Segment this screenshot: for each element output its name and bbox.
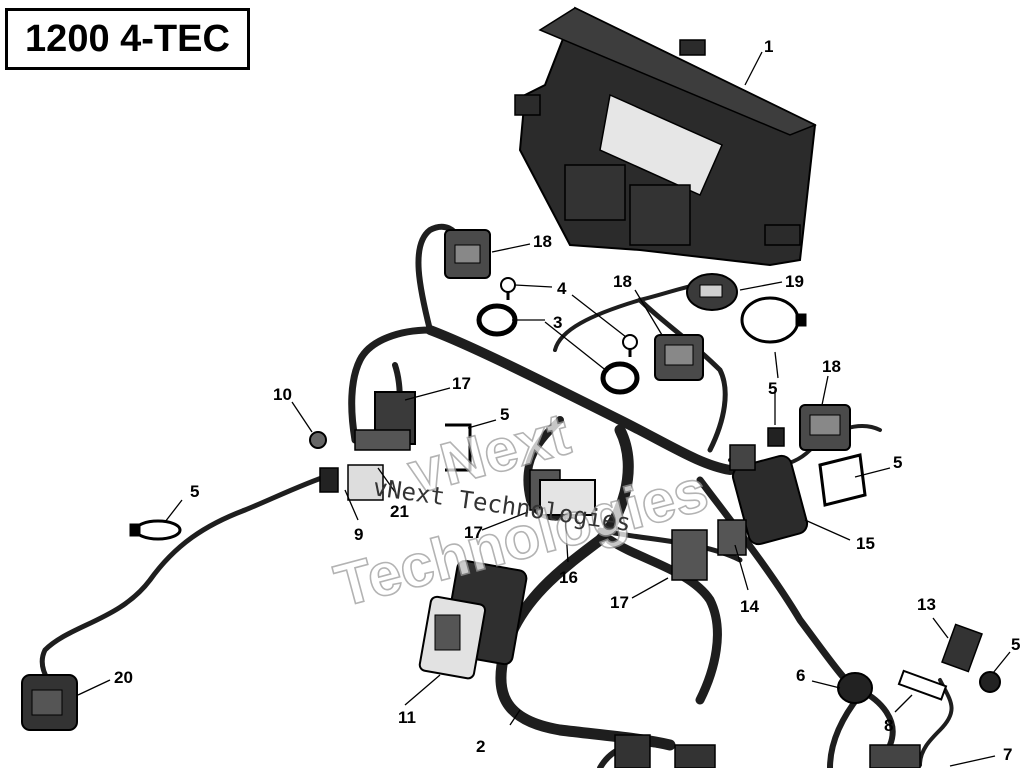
callout-17-middle: 17 xyxy=(464,523,483,542)
callout-13: 13 xyxy=(917,595,936,614)
callout-10: 10 xyxy=(273,385,292,404)
bolt-10 xyxy=(309,431,327,449)
callout-5-upper: 5 xyxy=(768,379,777,398)
callout-6: 6 xyxy=(796,666,805,685)
callout-18-right: 18 xyxy=(822,357,841,376)
cable-tie-5-upper-right xyxy=(740,296,807,344)
callout-18-middle: 18 xyxy=(613,272,632,291)
callout-2: 2 xyxy=(476,737,485,756)
grommet-3-left xyxy=(476,303,518,337)
grommet-3-right xyxy=(600,361,640,395)
connector-7 xyxy=(869,744,921,768)
callout-4: 4 xyxy=(557,279,567,298)
callout-labels: 1 2 3 4 5 5 5 5 5 6 7 8 9 10 11 13 14 15… xyxy=(114,37,1020,764)
callout-1: 1 xyxy=(764,37,773,56)
callout-14: 14 xyxy=(740,597,759,616)
cable-tie-5-center xyxy=(445,423,472,472)
connector-11 xyxy=(418,559,528,680)
callout-17-lower: 17 xyxy=(610,593,629,612)
clip-9 xyxy=(319,467,339,493)
cable-tie-5-right xyxy=(818,453,867,507)
clip-5-small xyxy=(767,427,785,447)
leader-lines xyxy=(77,51,1011,767)
connector-18-right xyxy=(799,404,851,451)
title-box: 1200 4-TEC xyxy=(5,8,250,70)
diagram-title: 1200 4-TEC xyxy=(25,17,230,60)
screw-4-left xyxy=(500,277,516,300)
grommet-6 xyxy=(837,672,873,704)
callout-5-left: 5 xyxy=(190,482,199,501)
callout-8: 8 xyxy=(884,716,893,735)
connector-18-top xyxy=(444,229,491,279)
callout-17-upper: 17 xyxy=(452,374,471,393)
connector-19 xyxy=(686,273,738,311)
ecm-module xyxy=(514,6,817,267)
callout-20: 20 xyxy=(114,668,133,687)
connector-21 xyxy=(347,464,384,501)
callout-11: 11 xyxy=(398,708,416,727)
callout-5-right: 5 xyxy=(893,453,902,472)
fuse-holder-16 xyxy=(539,479,596,516)
sensor-15 xyxy=(729,444,809,546)
connector-13 xyxy=(941,623,983,673)
screw-4-right xyxy=(622,334,638,357)
cable-tie-5-far-right xyxy=(979,671,1001,693)
connector-18-middle xyxy=(654,334,704,381)
connector-20 xyxy=(21,674,78,731)
cable-tie-5-left xyxy=(129,519,182,541)
callout-19: 19 xyxy=(785,272,804,291)
connector-14 xyxy=(717,519,747,556)
callout-5-center: 5 xyxy=(500,405,509,424)
callout-3: 3 xyxy=(553,313,562,332)
callout-7: 7 xyxy=(1003,745,1012,764)
callout-16: 16 xyxy=(559,568,578,587)
callout-5-far-right: 5 xyxy=(1011,635,1020,654)
callout-15: 15 xyxy=(856,534,875,553)
callout-9: 9 xyxy=(354,525,363,544)
relay-17-lower xyxy=(671,529,708,581)
bottom-connectors xyxy=(614,734,716,768)
bolt-8 xyxy=(897,669,948,701)
callout-21: 21 xyxy=(390,502,409,521)
callout-18-top: 18 xyxy=(533,232,552,251)
relay-17-upper xyxy=(354,391,416,451)
